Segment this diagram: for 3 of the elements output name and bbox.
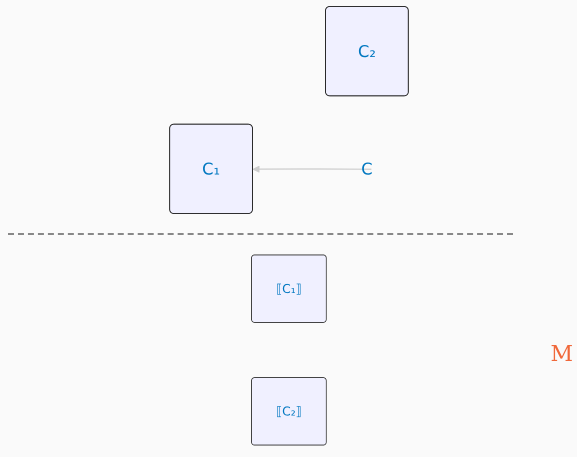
arrow bbox=[252, 166, 371, 173]
node-text: C bbox=[360, 159, 372, 179]
model-label: M bbox=[550, 342, 573, 367]
